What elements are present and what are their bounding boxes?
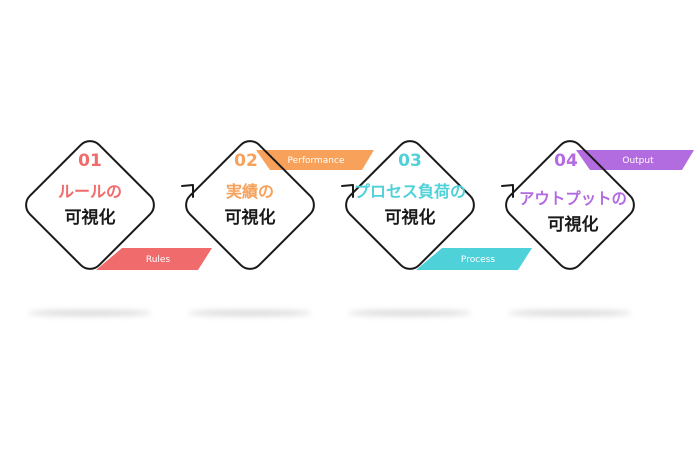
step-04-title-line1: アウトプットの: [519, 189, 627, 208]
step-02-title-line2: 可視化: [225, 207, 276, 228]
step-01-number: 01: [78, 151, 102, 171]
step-04-tag-label: Output: [622, 156, 654, 166]
step-titles-line1: ルールの 実績の プロセス負荷の アウトプットの: [58, 182, 627, 208]
step-03-shadow: [348, 310, 472, 316]
step-03-number: 03: [398, 151, 422, 171]
diamond-outlines: [25, 140, 635, 270]
step-04-tag-band: [576, 150, 694, 170]
step-02-number: 02: [234, 151, 258, 171]
arrow-head-icon: [181, 184, 194, 198]
step-titles-line2: 可視化 可視化 可視化 可視化: [65, 207, 599, 235]
step-02-tag-label: Performance: [287, 156, 344, 166]
step-02-tag-band: [256, 150, 374, 170]
step-02-diamond: [185, 140, 315, 270]
step-01-title-line2: 可視化: [65, 207, 116, 228]
arrow-head-icon: [341, 184, 354, 198]
step-02-title-line1: 実績の: [226, 182, 274, 201]
step-02-shadow: [188, 310, 312, 316]
arrow-head-icon: [501, 184, 514, 198]
step-04-number: 04: [554, 151, 578, 171]
step-04-diamond: [505, 140, 635, 270]
step-numbers: 01 02 03 04: [78, 151, 578, 171]
step-04-shadow: [508, 310, 632, 316]
step-03-tag-band: [416, 248, 532, 270]
step-03-diamond: [345, 140, 475, 270]
step-01-tag-band: [96, 248, 212, 270]
step-03-tag-label: Process: [461, 255, 495, 265]
shadows: [28, 310, 632, 316]
tag-bands: [96, 150, 694, 270]
tag-labels: Rules Performance Process Output: [146, 156, 654, 265]
step-01-diamond: [25, 140, 155, 270]
step-03-title-line1: プロセス負荷の: [354, 182, 466, 201]
step-01-shadow: [28, 310, 152, 316]
step-01-tag-label: Rules: [146, 255, 171, 265]
step-01-title-line1: ルールの: [58, 182, 122, 201]
arrow-heads: [181, 184, 514, 198]
step-04-title-line2: 可視化: [548, 214, 599, 235]
step-03-title-line2: 可視化: [385, 207, 436, 228]
